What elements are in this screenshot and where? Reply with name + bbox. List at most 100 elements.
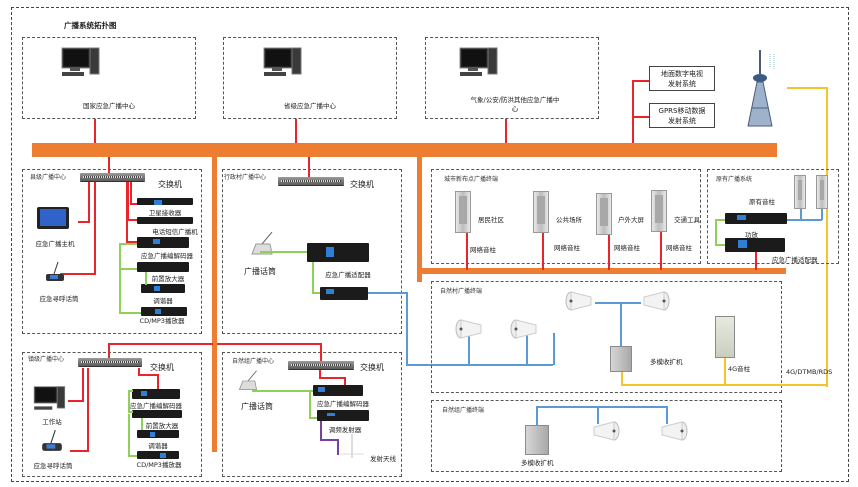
backbone-branch-left	[212, 157, 217, 452]
workstation-label: 工作站	[42, 418, 62, 426]
town-paging-mic-label: 应急寻呼话筒	[33, 462, 73, 470]
natural-group-terminals-title: 自然组广播终端	[442, 407, 485, 414]
broadcast-mic-label: 广播话筒	[244, 267, 276, 276]
network-speaker-label: 网络音柱	[470, 246, 496, 254]
county-center-title: 县级广播中心	[30, 174, 67, 181]
city-place-label: 居民社区	[478, 216, 504, 224]
horn-speaker-icon	[593, 421, 620, 441]
network-speaker-label: 网络音柱	[554, 244, 580, 252]
computer-icon	[263, 47, 302, 76]
national-center-box	[22, 37, 196, 119]
wireless-link-label: 4G/DTMB/RDS	[786, 368, 833, 376]
county-center-box	[22, 169, 202, 334]
tv-tower-icon	[747, 50, 775, 127]
natural-village-terminals-title: 自然村广播终端	[440, 288, 483, 295]
gprs-transmit-system: GPRS移动数据发射系统	[649, 103, 715, 128]
natural-group-center-box	[222, 352, 402, 477]
backbone-bus-secondary	[420, 268, 786, 274]
admin-village-adapter-device	[307, 243, 369, 262]
legacy-speaker-label: 原有音柱	[749, 198, 775, 206]
other-center-label: 气象/公安/防洪其他应急广播中心	[470, 96, 560, 113]
backbone-bus	[32, 143, 777, 157]
town-tuner-label: 调谐器	[148, 442, 168, 450]
county-preamp-label: 前置放大器	[151, 275, 185, 283]
workstation-icon	[33, 386, 66, 410]
multimode-receiver-label: 多模收扩机	[650, 358, 683, 366]
city-place-label: 公共场所	[556, 216, 582, 224]
horn-speaker-icon	[643, 291, 670, 311]
county-tuner-device	[141, 284, 185, 293]
horn-speaker-icon	[455, 319, 482, 339]
computer-icon	[459, 47, 498, 76]
horn-speaker-icon	[661, 421, 688, 441]
broadcast-host-label: 应急广播主机	[35, 240, 75, 248]
network-speaker-column	[596, 193, 612, 235]
satellite-receiver-device	[137, 198, 193, 205]
town-codec-device	[132, 389, 180, 399]
legacy-adapter-device	[725, 238, 785, 252]
county-codec-label: 应急广播编解码器	[141, 252, 193, 260]
paging-mic-label: 应急寻呼话筒	[39, 295, 79, 303]
town-preamp-device	[132, 410, 182, 418]
horn-speaker-icon	[510, 319, 537, 339]
natural-group-switch-label: 交换机	[360, 363, 384, 372]
legacy-amp-label: 功放	[745, 231, 758, 239]
city-place-label: 户外大屏	[618, 216, 644, 224]
county-cd-player-device	[141, 307, 187, 316]
natural-group-codec-device	[313, 385, 363, 396]
multimode-receiver-device	[525, 425, 549, 455]
town-center-box	[22, 352, 202, 477]
legacy-speaker-column	[816, 175, 828, 209]
town-switch-label: 交换机	[150, 363, 174, 372]
antenna-label: 发射天线	[370, 455, 396, 463]
network-speaker-label: 网络音柱	[666, 244, 692, 252]
fm-transmitter-device	[317, 410, 369, 421]
town-switch	[78, 358, 142, 366]
broadcast-mic-icon	[238, 370, 258, 390]
diagram-frame	[11, 7, 849, 482]
town-cd-player-label: CD/MP3播放器	[136, 461, 182, 469]
4g-speaker-column-device	[715, 316, 735, 358]
city-terminals-title: 城市新布点广播终端	[444, 176, 499, 183]
legacy-system-box	[707, 169, 839, 264]
diagram-title: 广播系统拓扑图	[64, 21, 117, 30]
county-tuner-label: 调谐器	[153, 297, 173, 305]
admin-village-adapter-label: 应急广播适配器	[325, 271, 371, 279]
admin-village-center-title: 行政村广播中心	[224, 174, 267, 181]
national-center-label: 国家应急广播中心	[83, 102, 135, 110]
satellite-receiver-label: 卫星接收器	[148, 209, 182, 217]
paging-mic-icon	[42, 430, 62, 451]
legacy-amp-device	[725, 213, 787, 224]
network-speaker-column	[455, 191, 471, 233]
dtv-transmit-system: 地面数字电视发射系统	[649, 66, 715, 91]
city-terminals-box	[431, 169, 701, 264]
multimode-receiver-device	[610, 346, 632, 372]
network-speaker-column	[533, 191, 549, 233]
legacy-adapter-label: 应急广播适配器	[772, 256, 818, 264]
admin-village-center-box	[222, 169, 402, 334]
phone-sms-broadcaster-label: 电话短信广播机	[152, 228, 198, 236]
multimode-receiver-label: 多模收扩机	[521, 459, 554, 467]
town-cd-player-device	[137, 451, 179, 459]
county-cd-player-label: CD/MP3播放器	[139, 317, 185, 325]
horn-speaker-icon	[565, 291, 592, 311]
network-speaker-column	[651, 190, 667, 232]
town-codec-label: 应急广播编解码器	[130, 402, 182, 410]
admin-village-switch-label: 交换机	[350, 180, 374, 189]
phone-sms-broadcaster-device	[137, 217, 193, 224]
town-center-title: 镇级广播中心	[28, 356, 65, 363]
natural-group-center-title: 自然组广播中心	[232, 358, 275, 365]
admin-village-amp-device	[320, 287, 368, 300]
legacy-speaker-column	[794, 175, 806, 209]
other-center-box	[425, 37, 599, 119]
provincial-center-box	[223, 37, 397, 119]
natural-group-mic-label: 广播话筒	[241, 402, 273, 411]
admin-village-switch	[278, 177, 344, 185]
paging-mic-icon	[46, 262, 64, 281]
county-switch	[80, 173, 145, 181]
provincial-center-label: 省级应急广播中心	[284, 102, 336, 110]
antenna-icon	[340, 434, 364, 458]
4g-speaker-column-label: 4G音柱	[728, 365, 751, 373]
legacy-system-title: 原有广播系统	[716, 176, 753, 183]
natural-group-switch	[288, 361, 354, 369]
